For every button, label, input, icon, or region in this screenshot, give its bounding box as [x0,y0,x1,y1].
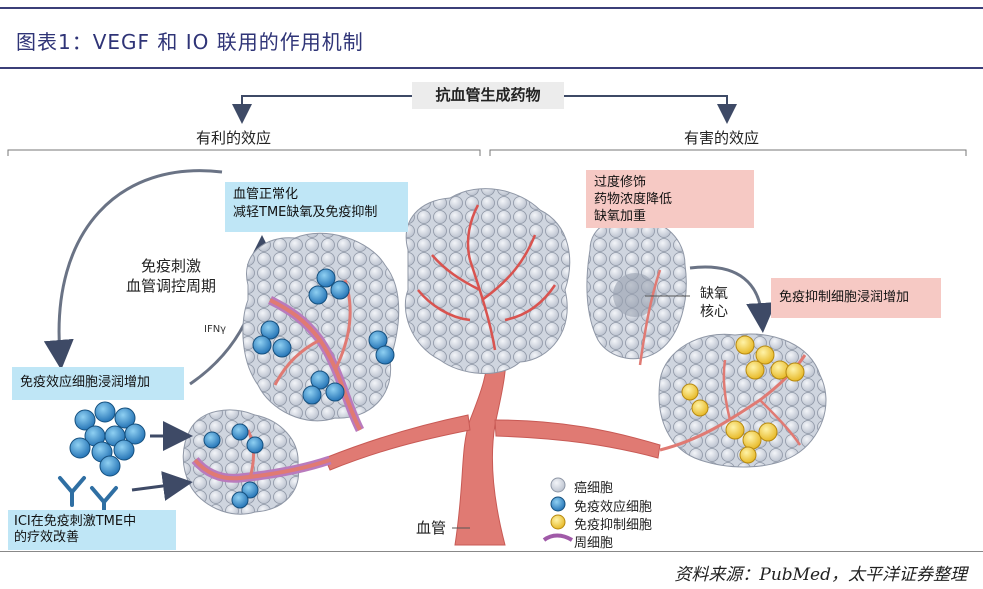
top-rule [0,7,983,9]
pruning-line-2: 药物浓度降低 [594,192,673,207]
tumor-left-small [182,409,332,515]
right-branch-label: 有害的效应 [684,129,760,147]
legend-icon-cancer-cell [550,477,566,493]
legend-label-pericyte: 周细胞 [574,536,614,551]
effector-cells [203,268,395,509]
ici-efficacy-line-1: ICI在免疫刺激TME中 [14,514,137,529]
hypoxic-core-label: 缺氧 核心 [694,285,734,321]
ici-efficacy-line-2: 的疗效改善 [14,530,80,545]
effector-cluster [69,401,146,477]
suppressor-infiltration-box: 免疫抑制细胞浸润增加 [771,278,941,318]
antibody-icons [58,476,118,516]
left-branch-label: 有利的效应 [196,129,272,147]
tumor-right-pruned [586,218,687,366]
legend-label-cancer-cell: 癌细胞 [574,481,614,496]
small-arrows [131,421,193,501]
suppressor-cells [681,335,805,464]
legend-icon-pericyte [542,533,574,542]
normalization-line-1: 血管正常化 [233,187,299,202]
legend-icons [542,477,574,542]
vessel-trunk [324,339,661,546]
figure-title: 图表1：VEGF 和 IO 联用的作用机制 [16,30,364,54]
diagram-canvas [7,95,967,546]
tumor-center [404,188,571,374]
tumor-left-normalized [242,232,400,433]
vessel-label: 血管 [416,519,447,537]
legend-icon-suppressor-cell [550,514,566,530]
pruning-line-3: 缺氧加重 [594,209,647,224]
center-drug-label: 抗血管生成药物 [412,82,564,109]
pruning-box: 过度修饰 药物浓度降低 缺氧加重 [586,170,754,228]
pointer-lines [452,295,690,529]
hypoxic-core-line-1: 缺氧 [700,286,728,302]
cycle-text: 免疫刺激 血管调控周期 [124,256,218,296]
legend-icon-effector-cell [550,496,566,512]
normalization-line-2: 减轻TME缺氧及免疫抑制 [233,205,378,220]
legend-label-suppressor-cell: 免疫抑制细胞 [574,518,653,533]
cycle-text-line-2: 血管调控周期 [125,277,216,295]
branch-connector [232,95,737,124]
normalization-box: 血管正常化 减轻TME缺氧及免疫抑制 [225,182,408,232]
header-rule [0,67,983,69]
hypoxic-core-line-2: 核心 [700,304,728,320]
legend-label-effector-cell: 免疫效应细胞 [574,500,653,515]
pruning-line-1: 过度修饰 [594,175,647,190]
effector-infiltration-box: 免疫效应细胞浸润增加 [12,367,184,400]
ifn-label: IFNγ [204,324,227,335]
section-brackets [7,149,967,156]
source-note: 资料来源：PubMed，太平洋证券整理 [674,565,967,585]
cycle-text-line-1: 免疫刺激 [140,257,201,275]
ici-efficacy-box: ICI在免疫刺激TME中 的疗效改善 [8,510,176,550]
bottom-rule [0,551,983,552]
